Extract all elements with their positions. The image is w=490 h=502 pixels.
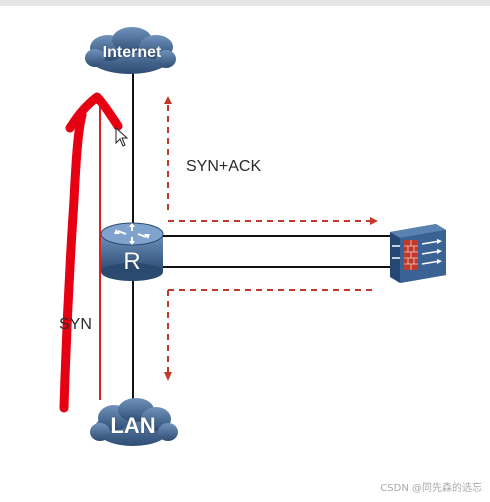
firewall-icon (390, 224, 446, 283)
window-top-bar (0, 0, 490, 6)
lan-label: LAN (110, 413, 156, 438)
syn-label: SYN (59, 316, 92, 333)
router-icon (100, 222, 164, 281)
arrowhead-right (370, 217, 378, 225)
arrowhead-up (164, 96, 172, 104)
hand-drawn-arrowhead (65, 92, 123, 133)
hand-drawn-stroke (59, 110, 87, 413)
router-label: R (123, 248, 141, 275)
internet-label: Internet (102, 44, 162, 61)
internet-cloud-icon (85, 27, 176, 74)
lan-cloud-icon (90, 398, 178, 446)
mouse-cursor-icon (115, 126, 129, 147)
watermark: CSDN @同先森的选忘 (380, 483, 482, 494)
syn-ack-label: SYN+ACK (186, 158, 262, 175)
arrowhead-down (164, 372, 172, 381)
